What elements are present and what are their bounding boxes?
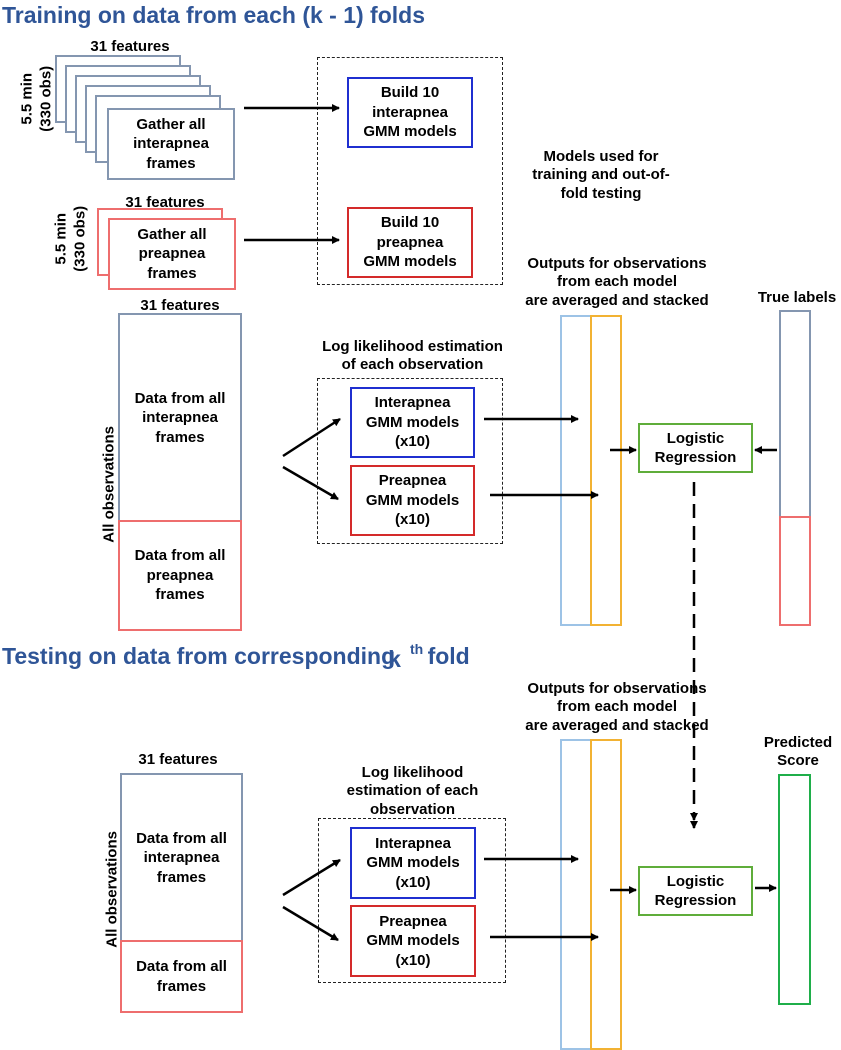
- true-labels-label: True labels: [757, 289, 837, 306]
- box-line: preapnea: [138, 245, 206, 263]
- test-stacked-output-right: [590, 739, 622, 1050]
- label-line: are averaged and stacked: [525, 291, 709, 309]
- box-line: preapnea: [146, 566, 214, 584]
- box-line: frames: [155, 428, 205, 446]
- box-line: interapnea: [133, 135, 209, 153]
- testing-heading-main: Testing on data from corresponding: [2, 643, 396, 669]
- label-line: Outputs for observations: [527, 255, 707, 272]
- test-data-preapnea-box: Data from all frames: [120, 940, 243, 1013]
- testing-heading-fold: fold: [427, 643, 470, 669]
- note-line: Models used for: [543, 148, 659, 165]
- box-line: frames: [147, 264, 197, 282]
- box-line: Regression: [654, 449, 737, 466]
- box-line: Build 10: [380, 84, 440, 102]
- box-line: GMM models: [365, 413, 460, 431]
- note-line: training and out-of-: [532, 166, 670, 184]
- box-line: Interapnea: [374, 394, 451, 412]
- box-line: Logistic: [666, 872, 725, 890]
- box-line: frames: [146, 154, 196, 172]
- box-line: Data from all: [134, 389, 226, 407]
- label-line: Predicted: [763, 734, 833, 751]
- arrow-data-to-gmm-pre: [282, 465, 339, 501]
- box-line: frames: [156, 868, 207, 886]
- stacked-output-right: [590, 315, 622, 626]
- label-line: Score: [777, 752, 819, 770]
- box-line: interapnea: [143, 849, 220, 867]
- box-line: (x10): [394, 511, 431, 529]
- predicted-score-bar: [778, 774, 811, 1005]
- box-line: Preapnea: [379, 912, 447, 930]
- arrow-data-to-gmm-inter: [282, 417, 341, 458]
- box-line: Gather all: [136, 115, 206, 133]
- box-line: interapnea: [372, 103, 448, 121]
- label-line: from each model: [556, 273, 678, 291]
- box-line: Gather all: [137, 225, 207, 243]
- testing-heading-k: k: [388, 646, 401, 672]
- arrow-test-data-to-gmm-pre: [282, 905, 339, 942]
- box-line: Preapnea: [378, 472, 447, 490]
- box-line: Data from all: [136, 829, 227, 847]
- test-loglik-group: [318, 818, 506, 983]
- box-line: frames: [155, 586, 205, 604]
- box-line: GMM models: [363, 253, 457, 271]
- label-line: observation: [369, 800, 456, 818]
- box-line: GMM models: [365, 491, 460, 509]
- box-line: Interapnea: [375, 834, 451, 852]
- true-labels-preapnea: [779, 516, 811, 626]
- arrow-test-data-to-gmm-inter: [282, 858, 341, 897]
- label-line: Log likelihood estimation: [322, 338, 503, 355]
- features-label-top: 31 features: [90, 38, 170, 55]
- box-line: frames: [156, 977, 207, 995]
- label-line: are averaged and stacked: [525, 716, 709, 734]
- box-line: preapnea: [376, 233, 444, 251]
- build-models-group: [317, 57, 503, 285]
- box-line: Build 10: [380, 214, 440, 232]
- label-line: of each observation: [341, 356, 484, 374]
- box-line: GMM models: [366, 932, 460, 950]
- note-line: fold testing: [560, 184, 642, 202]
- box-line: GMM models: [363, 123, 457, 141]
- box-line: GMM models: [366, 854, 460, 872]
- box-line: Regression: [654, 892, 737, 909]
- features-label-all: 31 features: [140, 297, 220, 314]
- box-line: (x10): [395, 951, 431, 969]
- box-line: Data from all: [134, 547, 226, 565]
- testing-heading-th: th: [409, 641, 424, 657]
- label-line: Outputs for observations: [527, 680, 707, 697]
- box-line: Data from all: [136, 958, 227, 975]
- training-heading: Training on data from each (k - 1) folds: [2, 2, 425, 28]
- box-line: (x10): [394, 433, 431, 451]
- loglik-group: [317, 378, 503, 544]
- box-line: interapnea: [142, 409, 218, 427]
- label-line: from each model: [556, 698, 678, 716]
- label-line: estimation of each: [346, 782, 479, 800]
- features-label-test: 31 features: [138, 751, 218, 768]
- features-label-mid: 31 features: [125, 194, 205, 211]
- label-line: Log likelihood: [361, 764, 464, 781]
- box-line: Logistic: [666, 429, 725, 447]
- box-line: (x10): [395, 873, 431, 891]
